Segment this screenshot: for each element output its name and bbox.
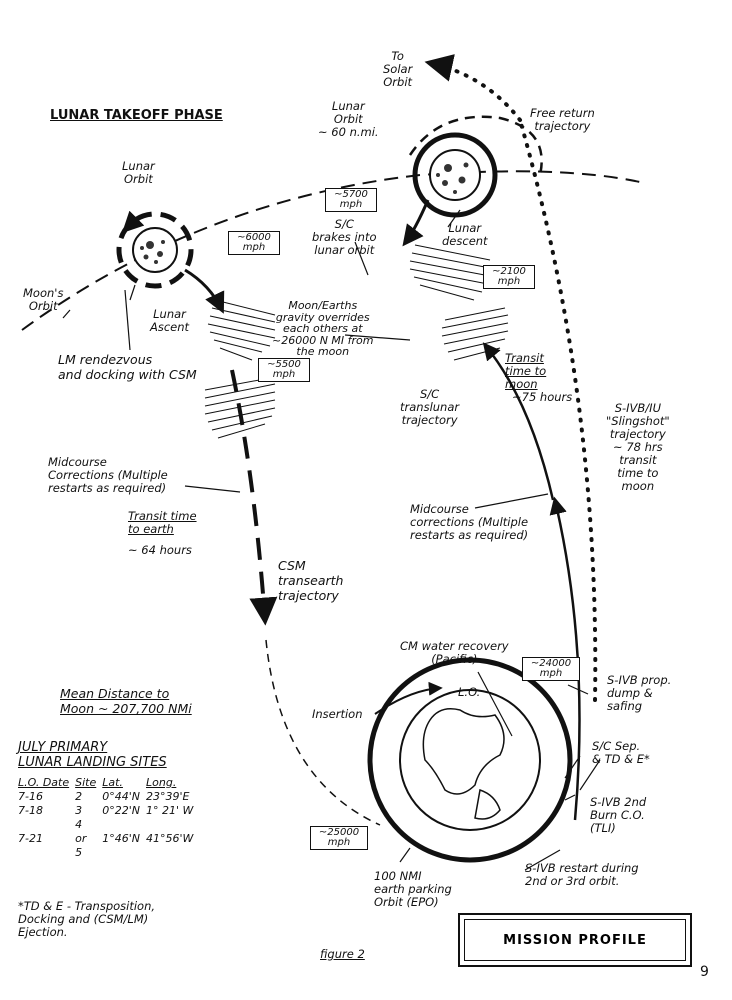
moons-orbit-label: Moon's Orbit [23, 286, 64, 313]
page-number: 9 [700, 964, 709, 980]
sc-brakes-label: S/C brakes into lunar orbit [312, 217, 377, 257]
tde-footnote: *TD & E - Transposition, Docking and (CS… [18, 899, 156, 939]
slingshot-dotted-path [518, 118, 598, 702]
cell: 5 [75, 846, 83, 859]
cm-recovery-leader [477, 671, 513, 737]
left-orbit-exit [184, 268, 225, 314]
cell [146, 846, 199, 860]
cm-water-recovery-label: CM water recovery (Pacific) [400, 639, 509, 666]
csm-transearth-path [230, 369, 278, 626]
cell: 41°56'W [146, 832, 194, 845]
translunar-upper [482, 342, 555, 501]
csm-transearth-label: CSM transearth trajectory [278, 558, 344, 603]
insertion-label: Insertion [312, 707, 363, 721]
lunar-orbit-left-label: Lunar Orbit [122, 159, 155, 186]
col-lo-date: L.O. Date [18, 776, 70, 789]
midcourse-right-label: Midcourse corrections (Multiple restarts… [410, 502, 529, 542]
speed-24000-box: ~24000 mph [522, 657, 580, 681]
speed-5700-box: ~5700 mph [325, 188, 377, 212]
table-row: 4 [18, 818, 199, 832]
cell: or [75, 832, 87, 845]
lunar-ascent-arrow [122, 210, 145, 233]
leader-lines [62, 209, 601, 871]
cell [102, 818, 146, 832]
cell: 3 [75, 804, 83, 817]
gravity-cone-right [409, 244, 509, 361]
speed-2100-box: ~2100 mph [483, 265, 535, 289]
cell: 1° 21' W [146, 804, 194, 817]
speed-25000-box: ~25000 mph [310, 826, 368, 850]
landing-sites-table: L.O. Date Site Lat. Long. 7-16 2 0°44'N … [18, 776, 199, 860]
solar-orbit-dotted [424, 54, 522, 122]
lm-rendezvous-label: LM rendezvous and docking with CSM [58, 352, 197, 382]
earth [367, 657, 573, 863]
mission-profile-title: MISSION PROFILE [464, 919, 686, 961]
cell: 0°44'N [102, 790, 140, 803]
lunar-descent-arrow [402, 199, 430, 247]
earth-parking-label: 100 NMI earth parking Orbit (EPO) [374, 869, 452, 909]
slingshot-label: S-IVB/IU "Slingshot" trajectory ~ 78 hrs… [606, 401, 670, 493]
cell: 7-18 [18, 804, 43, 817]
sivb-2nd-burn-label: S-IVB 2nd Burn C.O. (TLI) [590, 795, 647, 835]
moons-orbit-path [21, 170, 641, 331]
landing-sites-heading: JULY PRIMARY LUNAR LANDING SITES [18, 740, 167, 770]
transit-time-moon-value: ~75 hours [512, 390, 573, 404]
cell [18, 846, 75, 860]
sc-sep-label: S/C Sep. & TD & E* [592, 739, 650, 766]
moon-left [116, 211, 194, 289]
speed-6000-box: ~6000 mph [228, 231, 280, 255]
insertion-arrow [374, 681, 443, 715]
mission-profile-box: MISSION PROFILE [458, 913, 692, 967]
cell: 4 [75, 818, 83, 831]
lunar-takeoff-title: LUNAR TAKEOFF PHASE [50, 108, 223, 123]
moon-right [412, 132, 498, 218]
lunar-descent-label: Lunar descent [442, 221, 488, 248]
free-return-label: Free return trajectory [530, 106, 595, 133]
table-row: 7-21 or 1°46'N 41°56'W [18, 832, 199, 846]
cell: 2 [75, 790, 83, 803]
cell [102, 846, 146, 860]
transit-time-earth-value: ~ 64 hours [128, 543, 192, 557]
cell: 0°22'N [102, 804, 140, 817]
midcourse-left-label: Midcourse Corrections (Multiple restarts… [48, 455, 168, 495]
cell: 7-16 [18, 790, 43, 803]
cell: 1°46'N [102, 832, 140, 845]
table-header-row: L.O. Date Site Lat. Long. [18, 776, 199, 790]
cell [146, 818, 199, 832]
sivb-restart-label: S-IVB restart during 2nd or 3rd orbit. [525, 861, 639, 888]
gravity-overrides-label: Moon/Earths gravity overrides each other… [272, 299, 374, 358]
lo-label: L.O. [458, 685, 481, 699]
lunar-orbit-60-label: Lunar Orbit ~ 60 n.mi. [318, 99, 379, 139]
col-lat: Lat. [102, 776, 123, 789]
table-row: 7-16 2 0°44'N 23°39'E [18, 790, 199, 804]
table-row: 5 [18, 846, 199, 860]
cell: 23°39'E [146, 790, 190, 803]
return-to-earth-dashed [265, 639, 381, 826]
figure-caption: figure 2 [320, 947, 365, 961]
speed-5500-box: ~5500 mph [258, 358, 310, 382]
transit-time-earth-title: Transit time to earth [128, 509, 197, 536]
lunar-ascent-label: Lunar Ascent [150, 307, 190, 334]
cell: 7-21 [18, 832, 43, 845]
sivb-prop-dump-label: S-IVB prop. dump & safing [607, 673, 672, 713]
cell [18, 818, 75, 832]
free-return-dashed [408, 115, 543, 176]
table-row: 7-18 3 0°22'N 1° 21' W [18, 804, 199, 818]
sc-translunar-label: S/C translunar trajectory [400, 387, 460, 427]
mean-distance-label: Mean Distance to Moon ~ 207,700 NMi [60, 686, 192, 716]
col-site: Site [75, 776, 97, 789]
to-solar-orbit-label: To Solar Orbit [383, 49, 413, 89]
translunar-path [549, 496, 581, 821]
col-long: Long. [146, 776, 177, 789]
transit-time-moon-title: Transit time to moon [505, 351, 547, 391]
